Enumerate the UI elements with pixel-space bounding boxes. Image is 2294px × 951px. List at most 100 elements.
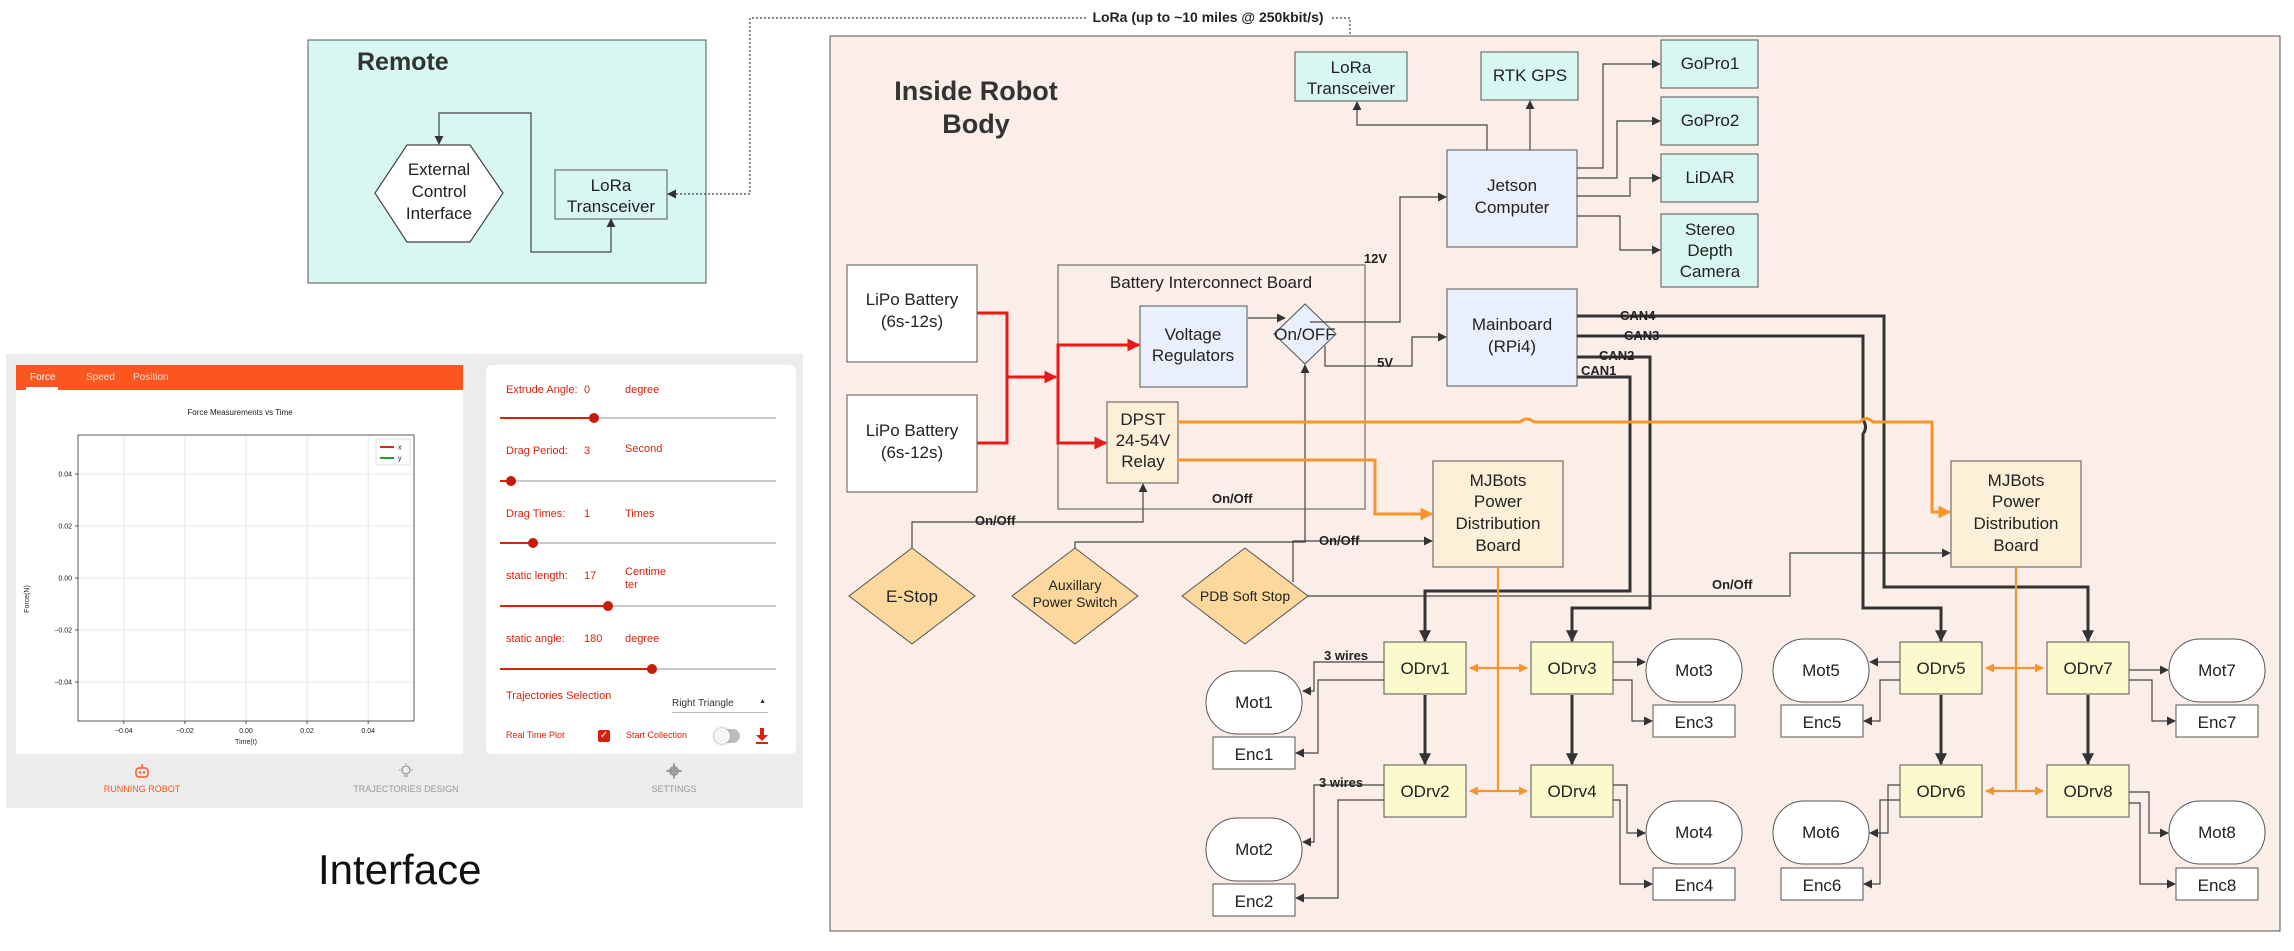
drag-period-label: Drag Period:: [506, 445, 568, 457]
voltage-regulators-label-1: Voltage: [1165, 325, 1222, 344]
jetson-label-2: Computer: [1475, 198, 1550, 217]
odrv2-label: ODrv2: [1400, 782, 1449, 801]
battery1-label-1: LiPo Battery: [866, 290, 959, 309]
mainboard-node: [1446, 288, 1578, 387]
settings-card: Extrude Angle: 0 degree Drag Period: 3 S…: [486, 365, 796, 754]
x-tick-label: −0.02: [176, 728, 194, 735]
nav-running-robot[interactable]: RUNNING ROBOT: [62, 762, 222, 806]
y-tick-label: 0.02: [58, 524, 72, 531]
robot-title-1: Inside Robot: [894, 76, 1058, 106]
nav-settings-label: SETTINGS: [651, 784, 697, 794]
realtime-plot-checkbox[interactable]: ✓: [598, 730, 610, 742]
y-tick-label: 0.00: [58, 576, 72, 583]
label-3wires-1: 3 wires: [1324, 648, 1368, 663]
enc8-node: [2175, 867, 2259, 901]
extrude-angle-unit: degree: [625, 384, 660, 396]
extrude-angle-label: Extrude Angle:: [506, 384, 578, 396]
legend-box: [375, 438, 411, 466]
aux-switch-label-1: Auxillary: [1049, 577, 1102, 593]
drag-period-value: 3: [584, 445, 591, 457]
odrv7-label: ODrv7: [2063, 659, 2112, 678]
lora-link-label-bg: [1086, 8, 1330, 26]
enc1-label: Enc1: [1235, 745, 1274, 764]
enc3-node: [1652, 704, 1736, 738]
static-length-slider-thumb[interactable]: [602, 601, 613, 611]
force-chart: Force Measurements vs Time Time(t) Force…: [24, 408, 415, 746]
static-angle-slider-thumb[interactable]: [646, 664, 657, 674]
mot3-label: Mot3: [1675, 661, 1713, 680]
voltage-regulators-label-2: Regulators: [1152, 346, 1234, 365]
external-control-label-3: Interface: [406, 204, 472, 223]
download-icon[interactable]: [755, 728, 769, 744]
mainboard-label-1: Mainboard: [1472, 315, 1552, 334]
drag-times-slider-fill: [500, 542, 534, 544]
enc3-label: Enc3: [1675, 713, 1714, 732]
select-caret-icon: ▲: [759, 698, 766, 705]
enc6-label: Enc6: [1803, 876, 1842, 895]
enc1-node: [1212, 736, 1296, 770]
label-pdb-right-onoff: On/Off: [1712, 577, 1753, 592]
drag-period-slider-fill: [500, 480, 512, 482]
lora-link-label: LoRa (up to ~10 miles @ 250kbit/s): [1092, 9, 1323, 25]
label-can3: CAN3: [1624, 328, 1659, 343]
pdb-left-label-3: Distribution: [1455, 514, 1540, 533]
chart-tabbar: Force Speed Position: [16, 365, 463, 390]
drag-period-unit: Second: [625, 443, 663, 455]
static-length-slider[interactable]: [500, 601, 776, 611]
y-tick-label: 0.04: [58, 472, 72, 479]
gopro1-node: [1660, 39, 1759, 89]
stereo-camera-node: [1660, 213, 1759, 288]
mot1-label: Mot1: [1235, 693, 1273, 712]
enc2-label: Enc2: [1235, 892, 1274, 911]
signal-connectors: [911, 59, 2176, 903]
rtk-gps-label: RTK GPS: [1493, 66, 1567, 85]
mot2-label: Mot2: [1235, 840, 1273, 859]
static-angle-slider[interactable]: [500, 664, 776, 674]
drag-period-slider-thumb[interactable]: [506, 476, 517, 486]
drag-times-label: Drag Times:: [506, 508, 566, 520]
chart-xlabel: Time(t): [235, 739, 257, 746]
mainboard-label-2: (RPi4): [1488, 337, 1536, 356]
static-length-value: 17: [584, 570, 597, 582]
chart-title: Force Measurements vs Time: [187, 408, 293, 417]
mot1-node: [1205, 670, 1303, 735]
enc2-node: [1212, 883, 1296, 917]
trajectory-select[interactable]: Right Triangle▲: [672, 698, 768, 713]
start-collection-toggle[interactable]: [714, 728, 740, 744]
extrude-angle-value: 0: [584, 384, 591, 396]
static-angle-unit: degree: [625, 633, 660, 645]
nav-trajectories-design[interactable]: TRAJECTORIES DESIGN: [326, 762, 486, 806]
mot4-label: Mot4: [1675, 823, 1713, 842]
odrv3-node: [1530, 641, 1614, 695]
chart-ylabel: Force(N): [24, 585, 31, 613]
extrude-angle-slider[interactable]: [500, 413, 776, 423]
gear-icon: [666, 763, 682, 779]
x-tick-label: 0.04: [361, 728, 375, 735]
drag-period-slider[interactable]: [500, 476, 776, 486]
lidar-label: LiDAR: [1685, 168, 1734, 187]
aux-power-switch-node: [1011, 547, 1139, 645]
legend-label-y: y: [398, 456, 402, 463]
chart-grid: [78, 435, 414, 721]
tab-force[interactable]: Force: [30, 372, 56, 383]
pdb-soft-stop-node: [1181, 547, 1309, 645]
mot8-label: Mot8: [2198, 823, 2236, 842]
label-can4: CAN4: [1620, 308, 1656, 323]
static-length-unit: Centimeter: [625, 566, 666, 591]
odrv4-node: [1530, 764, 1614, 818]
drag-times-slider-thumb[interactable]: [528, 538, 539, 548]
tab-position[interactable]: Position: [133, 372, 169, 383]
pdb-left-label-2: Power: [1474, 492, 1523, 511]
pdb-right-label-3: Distribution: [1973, 514, 2058, 533]
tab-speed[interactable]: Speed: [86, 372, 115, 383]
stereo-camera-label-1: Stereo: [1685, 220, 1735, 239]
start-collection-label: Start Collection: [626, 730, 688, 740]
battery-power-lines: [977, 311, 1141, 450]
mot7-label: Mot7: [2198, 661, 2236, 680]
pdb-soft-stop-label: PDB Soft Stop: [1200, 588, 1290, 604]
drag-times-slider[interactable]: [500, 538, 776, 548]
nav-settings[interactable]: SETTINGS: [594, 762, 754, 806]
extrude-angle-slider-thumb[interactable]: [588, 413, 599, 423]
realtime-plot-label: Real Time Plot: [506, 730, 565, 740]
